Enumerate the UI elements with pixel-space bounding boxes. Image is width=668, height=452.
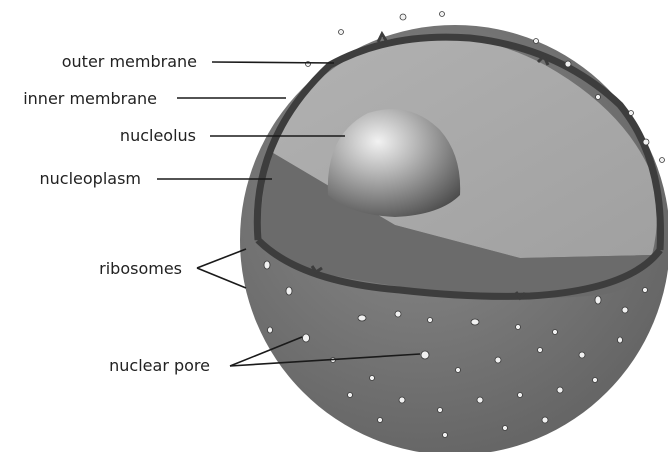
label-nuclear-pore: nuclear pore xyxy=(109,356,210,375)
dot xyxy=(264,261,270,269)
dot xyxy=(579,352,585,358)
dot xyxy=(593,378,598,383)
dot xyxy=(538,348,543,353)
dot xyxy=(421,351,429,359)
dot xyxy=(400,14,406,20)
leader-ribosomes-lower xyxy=(197,268,246,288)
dot xyxy=(440,12,445,17)
dot xyxy=(595,296,601,304)
label-nucleolus: nucleolus xyxy=(120,126,196,145)
dot xyxy=(565,61,571,67)
label-ribosomes: ribosomes xyxy=(99,259,182,278)
dot xyxy=(395,311,401,317)
dot xyxy=(534,39,539,44)
dot xyxy=(471,319,479,325)
dot xyxy=(370,376,375,381)
dot xyxy=(303,334,310,342)
dot xyxy=(456,368,461,373)
dot xyxy=(503,426,508,431)
dot xyxy=(553,330,558,335)
dot xyxy=(643,139,649,145)
dot xyxy=(339,30,344,35)
dot xyxy=(557,387,563,393)
dot xyxy=(542,417,548,423)
leader-outer-membrane xyxy=(212,62,334,63)
dot xyxy=(358,315,366,321)
dot xyxy=(596,95,601,100)
dot xyxy=(399,397,405,403)
dot xyxy=(477,397,483,403)
label-outer-membrane: outer membrane xyxy=(62,52,197,71)
dot xyxy=(268,327,273,333)
dot xyxy=(516,325,521,330)
dot xyxy=(438,408,443,413)
dot xyxy=(443,433,448,438)
leader-ribosomes-upper xyxy=(197,249,246,268)
dot xyxy=(643,288,648,293)
dot xyxy=(286,287,292,295)
label-nucleoplasm: nucleoplasm xyxy=(40,169,141,188)
dot xyxy=(348,393,353,398)
dot xyxy=(622,307,628,313)
dot xyxy=(618,337,623,343)
dot xyxy=(629,111,634,116)
dot xyxy=(378,418,383,423)
dot xyxy=(495,357,501,363)
dot xyxy=(428,318,433,323)
label-inner-membrane: inner membrane xyxy=(23,89,157,108)
dot xyxy=(660,158,665,163)
dot xyxy=(518,393,523,398)
